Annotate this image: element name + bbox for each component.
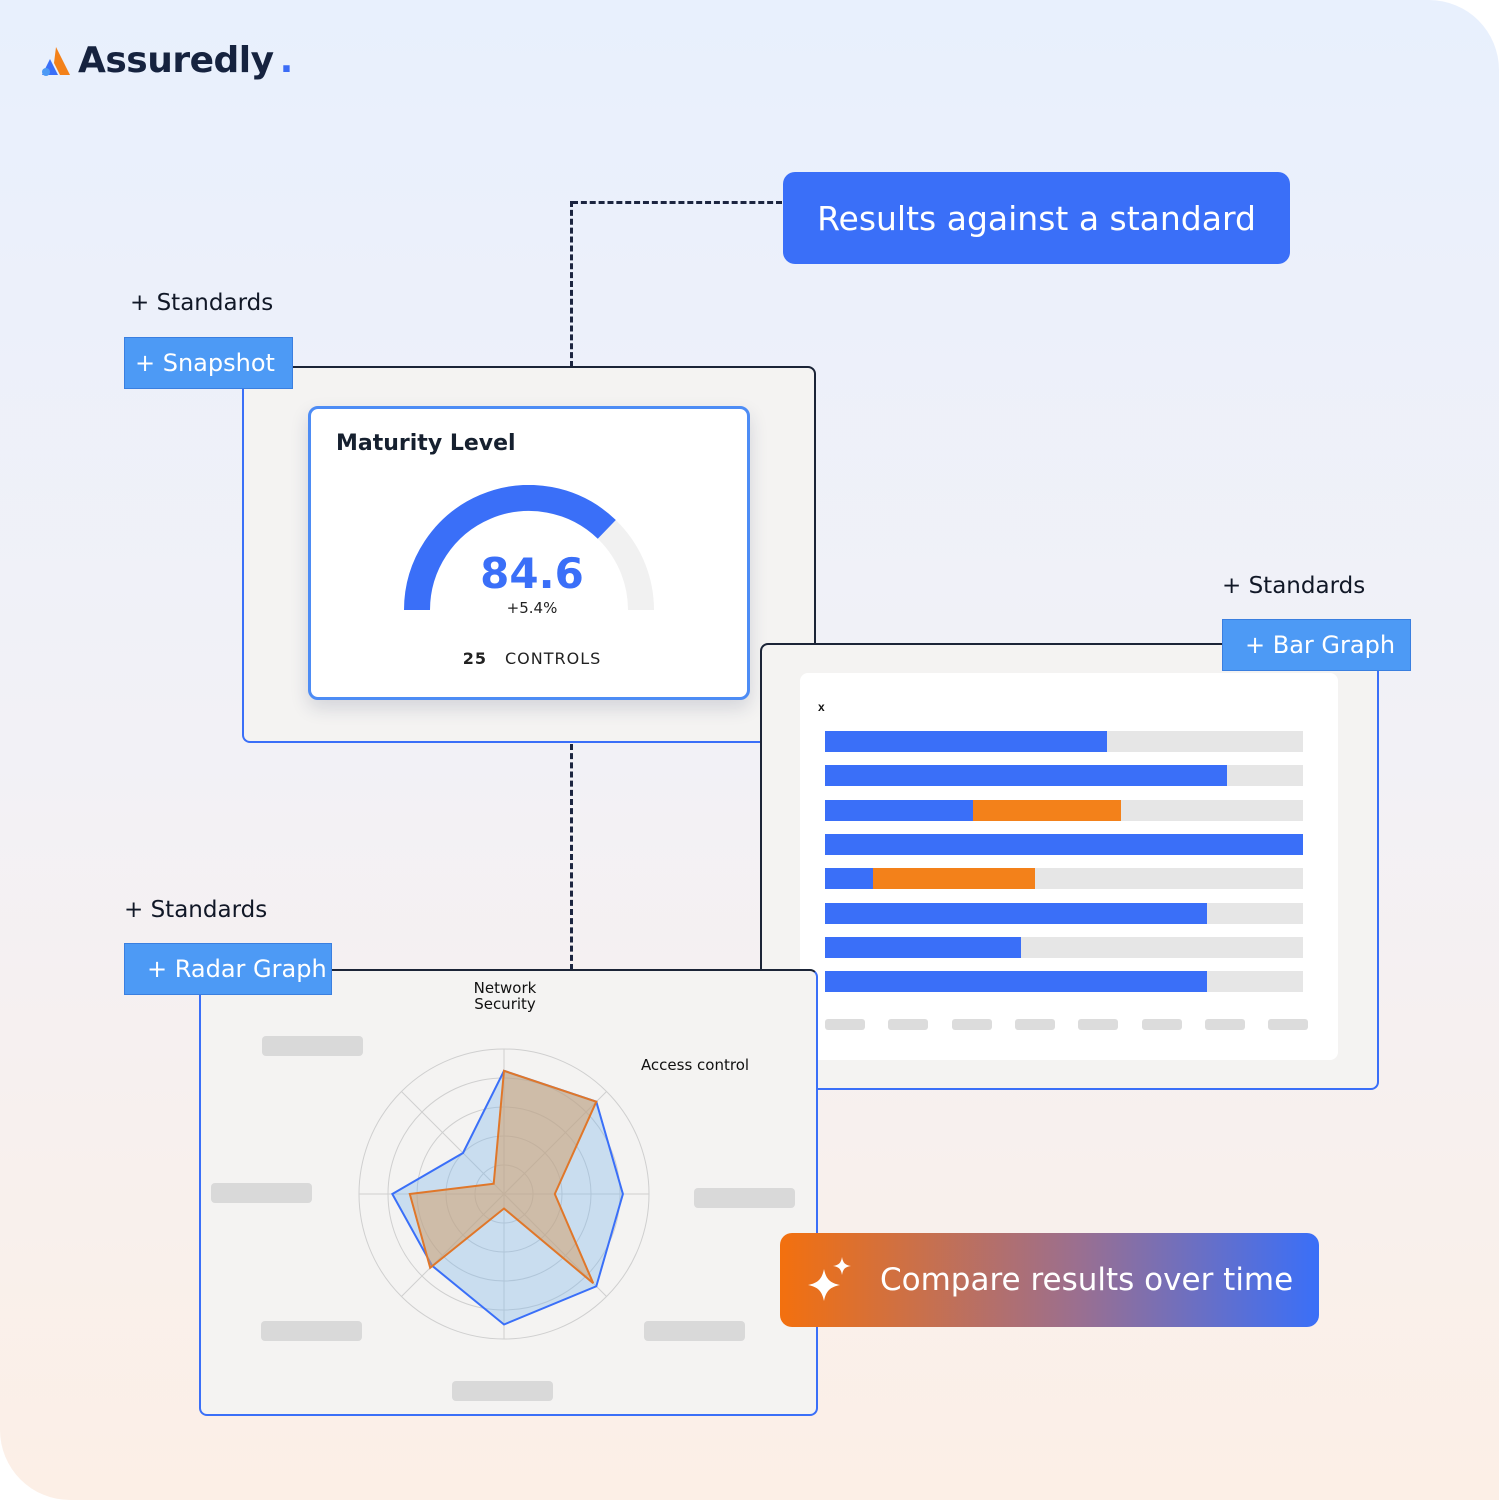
bar-value-blue: [825, 833, 1303, 855]
bar-graph-tag[interactable]: + Bar Graph: [1222, 619, 1411, 671]
brand-logo: Assuredly.: [40, 40, 293, 81]
bar-value-orange: [872, 868, 1036, 890]
controls-label: CONTROLS: [504, 649, 602, 668]
bar-value-blue: [825, 902, 1208, 924]
maturity-delta: +5.4%: [506, 599, 558, 617]
gauge-fill: [404, 485, 616, 611]
bar-value-orange: [973, 799, 1122, 821]
brand-dot: .: [279, 40, 294, 81]
radar-label-placeholder: [262, 1036, 363, 1056]
snapshot-standards-label: + Standards: [130, 290, 274, 316]
radar-series-orange: [408, 1069, 598, 1284]
brand-name: Assuredly: [78, 40, 274, 81]
radar-graph-tag[interactable]: + Radar Graph: [124, 943, 332, 995]
bar-tick-placeholder: [825, 1019, 865, 1030]
maturity-value: 84.6: [480, 549, 584, 598]
radar-axis-access-control: Access control: [640, 1056, 750, 1074]
bar-value-blue: [825, 936, 1021, 958]
maturity-title: Maturity Level: [336, 431, 516, 456]
bar-value-blue: [825, 765, 1227, 787]
compare-results-callout: Compare results over time: [780, 1233, 1319, 1327]
controls-summary: 25 CONTROLS: [311, 649, 753, 668]
maturity-gauge: [404, 485, 654, 611]
bar-tick-placeholder: [951, 1019, 992, 1030]
radar-label-placeholder: [211, 1183, 312, 1203]
bar-tick-placeholder: [1141, 1019, 1182, 1030]
bar-tick-placeholder: [1078, 1019, 1119, 1030]
sparkle-icon: [780, 1255, 880, 1305]
bar-value-blue: [825, 731, 1108, 752]
radar-label-placeholder: [452, 1381, 553, 1401]
radar-standards-label: + Standards: [124, 897, 268, 923]
radar-grid-spoke: [401, 1091, 505, 1195]
compare-results-text: Compare results over time: [880, 1262, 1294, 1298]
radar-label-placeholder: [644, 1321, 745, 1341]
bar-tick-placeholder: [888, 1019, 929, 1030]
radar-label-placeholder: [694, 1188, 795, 1208]
connector-line: [572, 201, 782, 204]
bar-x-label: x: [818, 700, 825, 714]
results-standard-callout: Results against a standard: [783, 172, 1290, 264]
bar-standards-label: + Standards: [1222, 573, 1366, 599]
bar-tick-placeholder: [1014, 1019, 1055, 1030]
assuredly-logo-icon: [42, 46, 70, 76]
maturity-card: Maturity Level 84.6 +5.4% 25 CONTROLS: [308, 406, 750, 700]
bar-tick-placeholder: [1204, 1019, 1245, 1030]
connector-line: [570, 201, 573, 367]
radar-chart: [358, 1048, 650, 1340]
connector-line: [570, 744, 573, 970]
snapshot-tag[interactable]: + Snapshot: [124, 337, 293, 389]
bar-value-blue: [825, 971, 1208, 993]
bar-tick-placeholder: [1268, 1019, 1309, 1030]
controls-count: 25: [462, 649, 487, 668]
radar-label-placeholder: [261, 1321, 362, 1341]
radar-axis-network-security: Network Security: [473, 979, 537, 1013]
bar-value-blue: [825, 868, 873, 890]
bar-value-blue: [825, 799, 974, 821]
